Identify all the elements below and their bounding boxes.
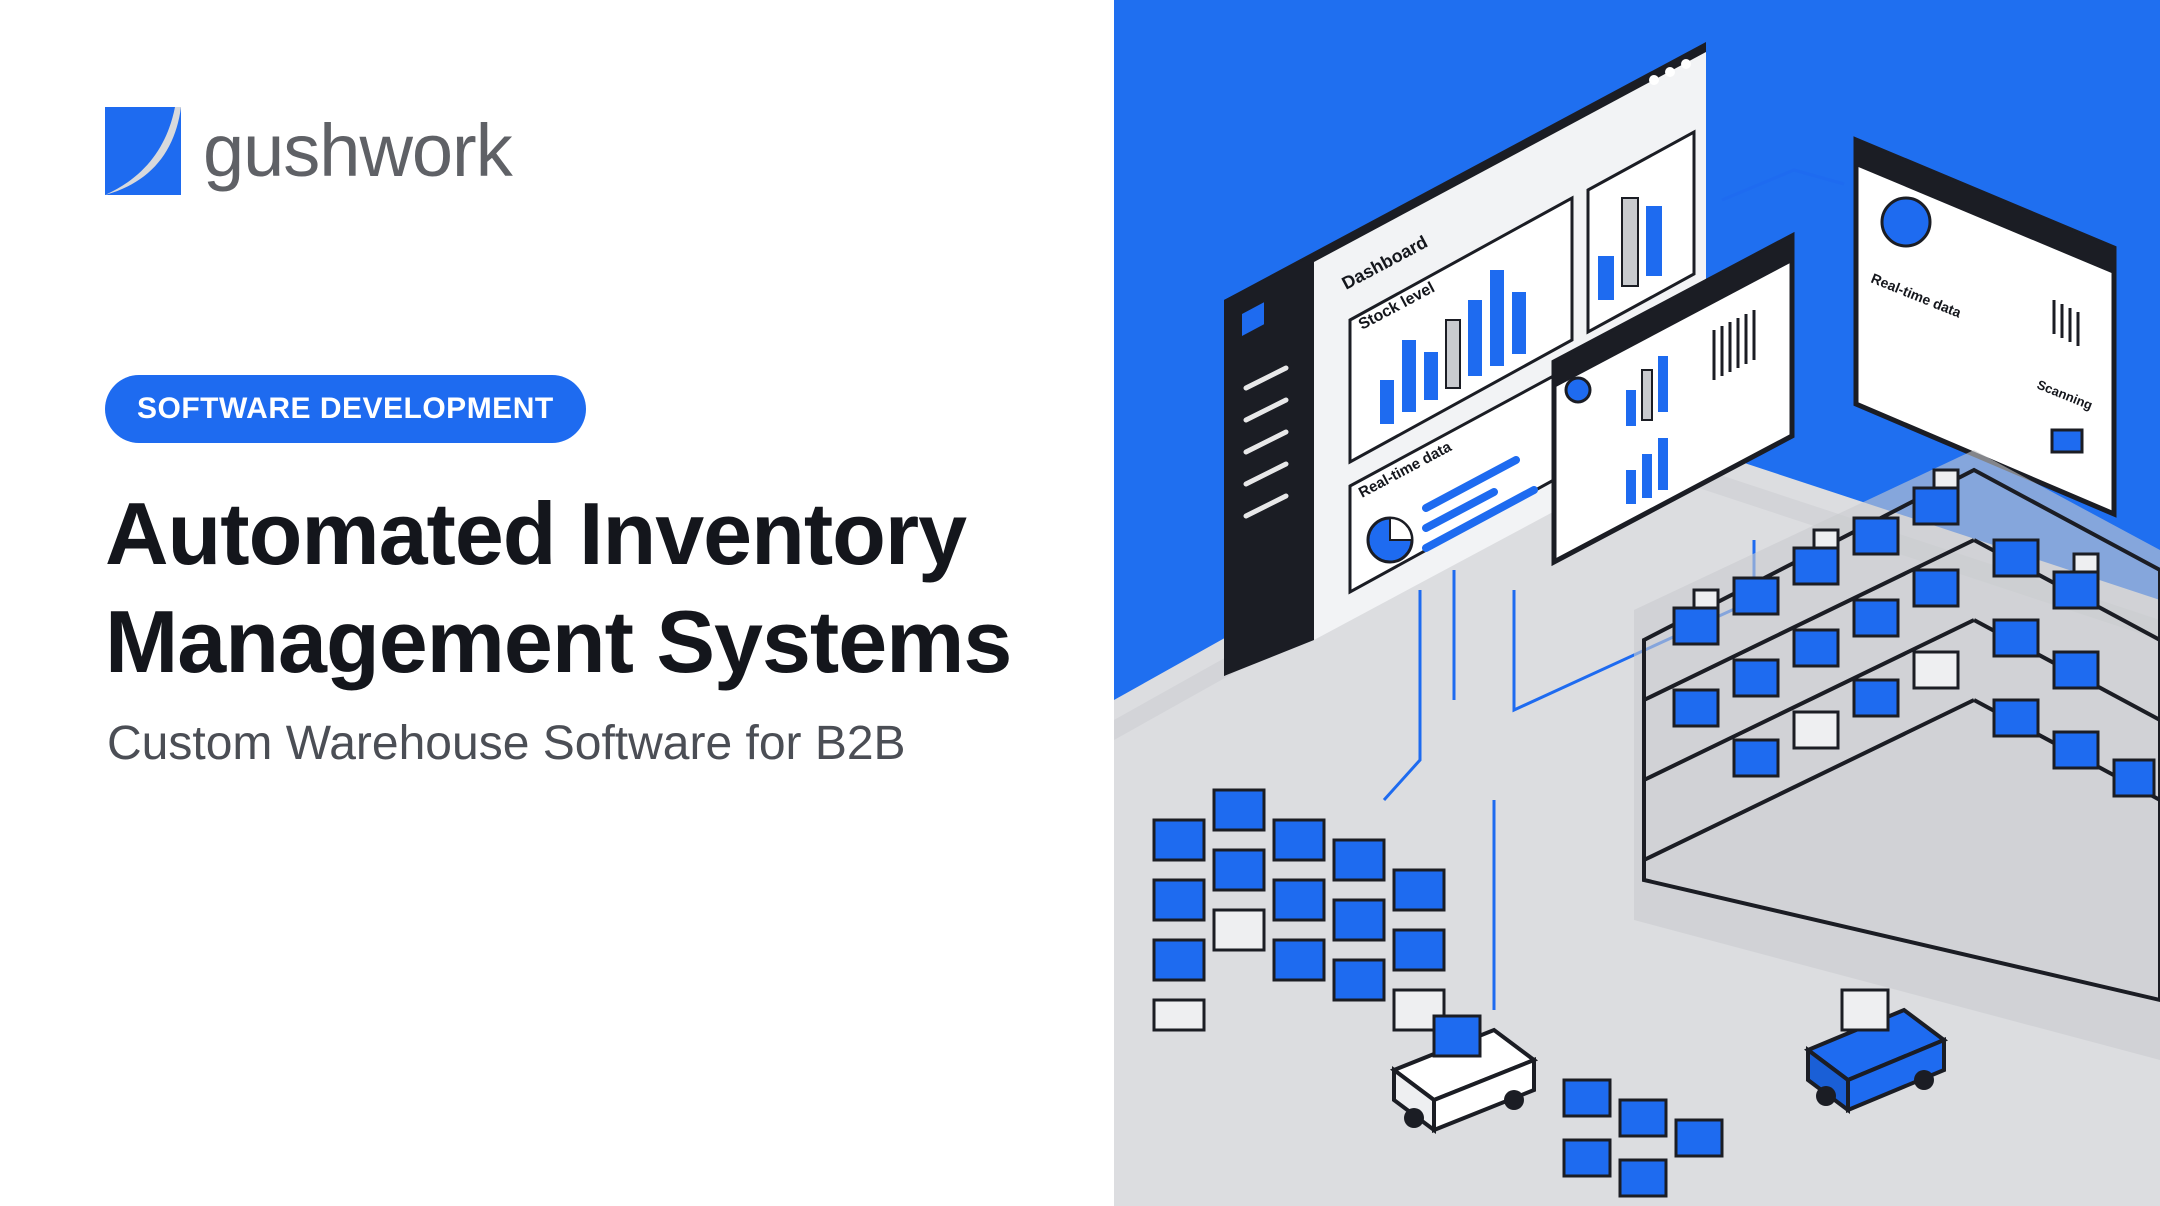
stock-level-bars	[1380, 270, 1526, 424]
title-line-1: Automated Inventory	[105, 484, 967, 583]
warehouse-illustration-panel: Dashboard Stock level Real-time data	[1114, 0, 2160, 1206]
hero-text-panel: gushwork SOFTWARE DEVELOPMENT Automated …	[105, 106, 1013, 770]
dashboard-window: Dashboard Stock level Real-time data	[1224, 42, 1706, 676]
warehouse-shelves	[1634, 450, 2160, 1060]
brand-name: gushwork	[203, 109, 513, 192]
barcode-window	[1551, 231, 1795, 567]
gushwork-logo-icon	[105, 107, 181, 195]
barcode-icon	[1712, 310, 1756, 380]
pallet-stacks	[1152, 788, 1724, 1198]
agv-robot-left	[1389, 1014, 1539, 1134]
page-subtitle: Custom Warehouse Software for B2B	[107, 717, 906, 770]
page-title: Automated Inventory Management Systems	[105, 480, 1012, 696]
category-badge: SOFTWARE DEVELOPMENT	[105, 375, 586, 443]
title-line-2: Management Systems	[105, 592, 1012, 691]
agv-robot-right	[1804, 988, 1948, 1114]
scanning-window: Real-time data Scanning	[1853, 136, 2117, 518]
brand-logo[interactable]: gushwork	[105, 106, 513, 196]
warehouse-illustration: Dashboard Stock level Real-time data	[1114, 0, 2160, 1206]
